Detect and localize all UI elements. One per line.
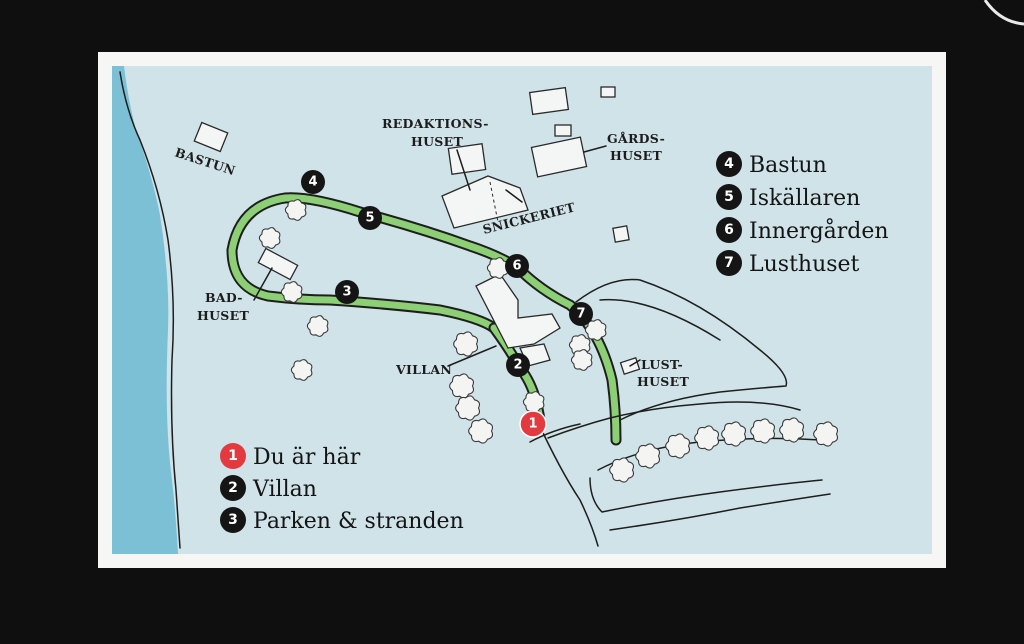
svg-text:6: 6 xyxy=(512,259,521,274)
legend-item-4: 4 Bastun xyxy=(716,151,827,178)
legend-marker xyxy=(716,184,742,210)
svg-text:5: 5 xyxy=(365,211,374,226)
label-gardshuset-line1: GÅRDS- xyxy=(607,131,665,146)
legend-item-2: 2 Villan xyxy=(220,475,317,502)
legend-item-3: 3 Parken & stranden xyxy=(220,507,464,534)
legend-item-5: 5 Iskällaren xyxy=(716,184,860,211)
map-land xyxy=(112,66,932,554)
legend-marker-number: 1 xyxy=(228,448,238,464)
tree xyxy=(290,359,313,381)
building-annex-1 xyxy=(528,86,570,116)
tree xyxy=(258,227,281,249)
tree xyxy=(635,443,660,469)
svg-text:1: 1 xyxy=(528,417,537,432)
legend-left: 1 Du är här 2 Villan 3 Parken & stranden xyxy=(220,443,464,534)
legend-label: Parken & stranden xyxy=(253,509,464,534)
legend-right: 4 Bastun 5 Iskällaren 6 Innergården 7 Lusthuset xyxy=(716,151,889,277)
legend-marker xyxy=(220,475,246,501)
tree xyxy=(468,418,493,444)
legend-label: Iskällaren xyxy=(749,186,860,211)
tree xyxy=(584,319,607,341)
building-snickeriet xyxy=(441,175,529,229)
stop-marker-3[interactable]: 3 xyxy=(335,280,359,304)
stop-marker-7[interactable]: 7 xyxy=(569,302,593,326)
legend-marker-number: 5 xyxy=(724,189,734,205)
legend-marker-number: 6 xyxy=(724,222,734,238)
legend-item-6: 6 Innergården xyxy=(716,217,889,244)
legend-label: Villan xyxy=(252,477,317,502)
legend-marker xyxy=(220,507,246,533)
tree xyxy=(486,257,509,279)
legend-marker-number: 4 xyxy=(724,156,734,172)
tree xyxy=(284,199,307,221)
label-gardshuset-line2: HUSET xyxy=(610,148,662,163)
tree xyxy=(750,418,775,444)
tree xyxy=(665,433,690,459)
tree xyxy=(779,417,804,443)
label-redaktionshuset-line1: REDAKTIONS- xyxy=(382,116,489,131)
label-badhuset-line2: HUSET xyxy=(197,308,249,323)
stop-marker-6[interactable]: 6 xyxy=(505,254,529,278)
legend-label: Lusthuset xyxy=(749,252,860,277)
tree xyxy=(455,395,480,421)
legend-item-7: 7 Lusthuset xyxy=(716,250,860,277)
tree xyxy=(306,315,329,337)
building-annex-2 xyxy=(600,86,616,98)
corner-arc-decoration xyxy=(983,0,1024,26)
buildings xyxy=(193,86,641,375)
tree xyxy=(721,421,746,447)
stop-markers: 1 2 3 4 5 6 7 xyxy=(301,170,593,438)
stop-marker-5[interactable]: 5 xyxy=(358,206,382,230)
legend-marker xyxy=(716,151,742,177)
tree xyxy=(522,391,545,413)
label-villan: VILLAN xyxy=(395,362,452,377)
stop-marker-4[interactable]: 4 xyxy=(301,170,325,194)
tree xyxy=(280,281,303,303)
legend-marker xyxy=(716,250,742,276)
building-annex-3 xyxy=(554,124,572,137)
tree xyxy=(453,331,478,357)
legend-marker-number: 2 xyxy=(228,480,238,496)
svg-text:4: 4 xyxy=(308,175,317,190)
legend-label: Du är här xyxy=(253,445,361,470)
tree xyxy=(449,373,474,399)
building-annex-4 xyxy=(612,225,630,243)
legend-label: Innergården xyxy=(749,217,889,244)
shoreline xyxy=(119,71,181,549)
legend-marker-number: 3 xyxy=(228,512,238,528)
label-badhuset-line1: BAD- xyxy=(205,290,243,305)
legend-marker xyxy=(716,217,742,243)
svg-text:7: 7 xyxy=(576,307,585,322)
legend-marker-number: 7 xyxy=(724,255,734,271)
tree xyxy=(570,349,593,371)
stop-marker-1[interactable]: 1 xyxy=(519,410,547,438)
label-redaktionshuset-line2: HUSET xyxy=(411,134,463,149)
label-lusthuset-line1: LUST- xyxy=(641,357,683,372)
water-strip xyxy=(112,66,178,554)
svg-text:2: 2 xyxy=(513,358,522,373)
svg-text:3: 3 xyxy=(342,285,351,300)
tree xyxy=(813,421,838,447)
legend-item-1: 1 Du är här xyxy=(220,443,361,470)
legend-marker xyxy=(220,443,246,469)
building-bastun xyxy=(193,121,229,153)
trees xyxy=(258,199,838,483)
building-villan xyxy=(475,273,561,349)
leader-lines xyxy=(253,145,641,367)
tree xyxy=(694,425,719,451)
tree xyxy=(609,457,634,483)
building-badhuset xyxy=(257,247,299,281)
stop-marker-2[interactable]: 2 xyxy=(506,353,530,377)
legend-label: Bastun xyxy=(749,153,827,178)
label-lusthuset-line2: HUSET xyxy=(637,374,689,389)
